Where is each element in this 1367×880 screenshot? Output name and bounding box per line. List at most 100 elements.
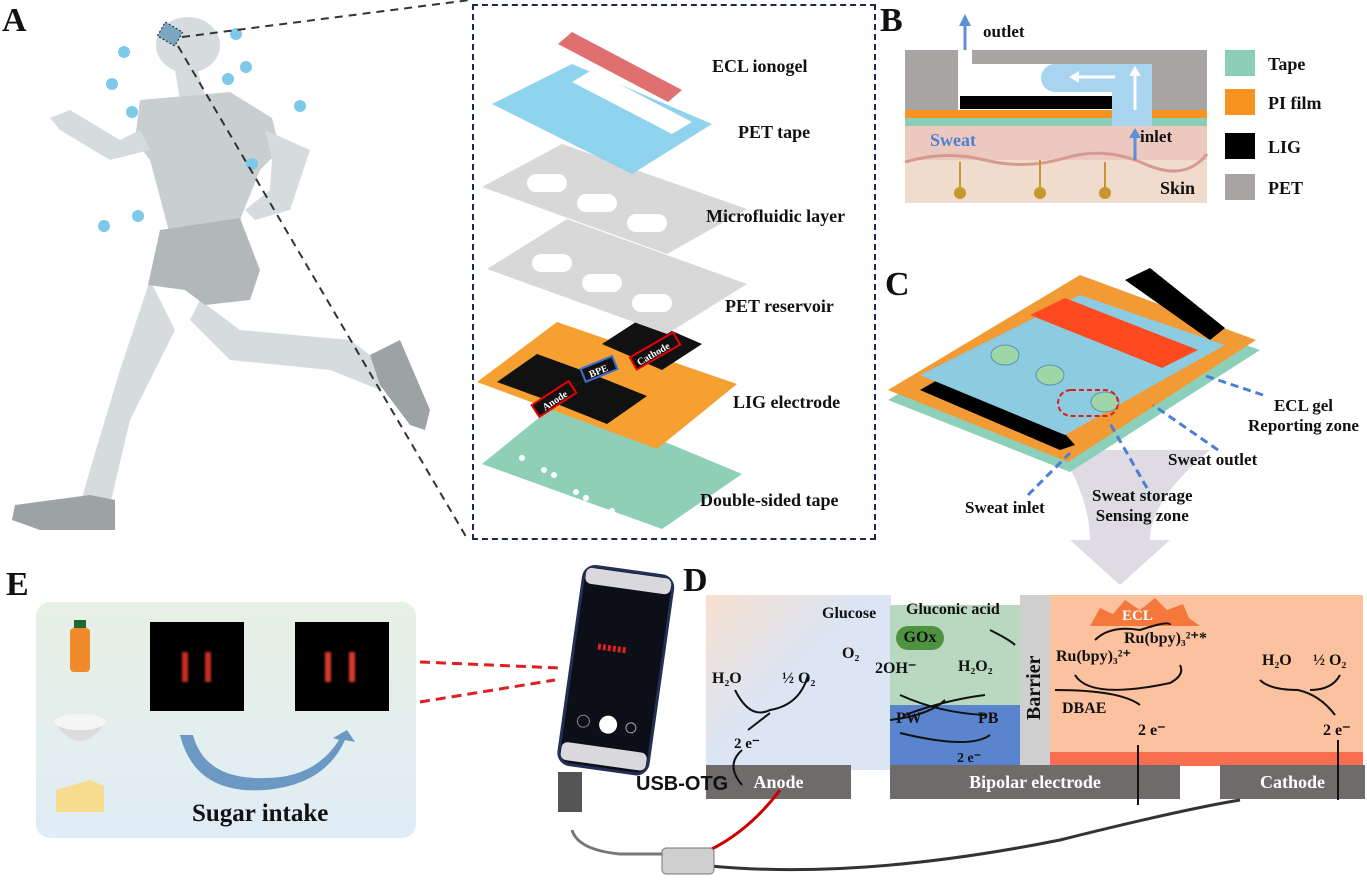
sweat-channel: [1041, 64, 1152, 126]
front-leg: [190, 300, 390, 390]
anode-zone: [706, 595, 891, 770]
back-leg: [80, 280, 175, 505]
ru-label: Ru(bpy)₃²⁺: [1056, 648, 1131, 665]
layer-label-pet-reservoir: PET reservoir: [725, 296, 834, 316]
legend-swatch-lig: [1225, 133, 1255, 159]
callout-sweat-storage-line2: Sensing zone: [1095, 506, 1189, 525]
callout-ecl-gel: ECL gel Reporting zone: [1248, 396, 1359, 436]
usb-otg-adapter: [661, 847, 715, 875]
layer-double-sided-tape: [482, 399, 742, 529]
juice-bottle-icon: [70, 620, 90, 672]
sugar-intake-arrow: [180, 730, 355, 791]
glucose-label: Glucose: [822, 605, 877, 622]
cathode-electrons: 2 e⁻: [1323, 722, 1351, 739]
panel-letter-b: B: [880, 2, 903, 39]
callout-sweat-storage-line1: Sweat storage: [1092, 486, 1193, 505]
usb-cable: [570, 789, 1241, 875]
running-person-illustration: [12, 0, 471, 541]
cathode-tag: [628, 331, 682, 371]
device-3d-illustration: [888, 268, 1264, 585]
switch-camera-button: [625, 722, 637, 734]
barrier: [1020, 595, 1050, 767]
layer-label-double-sided-tape: Double-sided tape: [700, 490, 839, 510]
cathode-half-o2: ½ O₂: [1313, 652, 1347, 669]
cathode-electrode: Cathode: [1220, 765, 1365, 799]
zoom-funnel-arrow: [1060, 450, 1210, 585]
skin-label: Skin: [1160, 178, 1196, 198]
legend-swatch-pi-film: [1225, 89, 1255, 115]
ecl-image-before: [150, 622, 244, 711]
shorts: [148, 218, 260, 305]
cross-section-diagram: [904, 14, 1209, 203]
phone-connector-lines: [419, 660, 561, 704]
callout-sweat-storage: Sweat storage Sensing zone: [1092, 486, 1193, 526]
front-shoe: [370, 340, 430, 430]
layer-pet-tape: [492, 64, 712, 174]
ecl-label: ECL: [1122, 608, 1153, 624]
smartphone-illustration[interactable]: [548, 560, 678, 840]
callout-sweat-inlet: Sweat inlet: [965, 498, 1045, 517]
layer-label-ecl-ionogel: ECL ionogel: [712, 56, 808, 76]
anode-electrons: 2 e⁻: [734, 736, 760, 752]
sweat-patch-icon: [156, 21, 184, 47]
gox-enzyme: GOx: [896, 626, 944, 650]
callout-ecl-gel-line1: ECL gel: [1273, 396, 1333, 415]
outlet-label: outlet: [983, 22, 1025, 41]
legend-swatch-tape: [1225, 50, 1255, 76]
anode-tag: [530, 379, 578, 419]
ecl-gel-zone: [1030, 298, 1198, 368]
bpe-tag: [579, 354, 619, 384]
phone-body: [557, 564, 675, 776]
legend-swatch-pet: [1225, 174, 1255, 200]
gallery-button: [576, 714, 590, 728]
layer-label-pet-tape: PET tape: [738, 122, 811, 142]
rice-bowl-icon: [54, 714, 106, 741]
lig-layer: [960, 96, 1113, 109]
sweat-label: Sweat: [930, 130, 976, 150]
ecl-electrons: 2 e⁻: [1138, 722, 1166, 739]
usb-otg-label: USB-OTG: [636, 773, 729, 795]
panel-letter-e: E: [6, 566, 29, 603]
callout-ecl-gel-line2: Reporting zone: [1248, 416, 1359, 435]
exploded-layers-illustration: Anode BPE Cathode: [477, 32, 747, 529]
callout-sweat-outlet: Sweat outlet: [1168, 450, 1258, 469]
back-shoe: [12, 495, 115, 530]
shutter-button: [599, 715, 618, 734]
o2-label: O₂: [842, 645, 860, 662]
food-icons: [54, 620, 106, 812]
reaction-arrows: [732, 622, 1341, 805]
legend-label-tape: Tape: [1268, 54, 1306, 74]
h2o2-label: H₂O₂: [958, 658, 993, 675]
hydroxide-label: 2OH⁻: [875, 660, 917, 677]
layer-label-lig-electrode: LIG electrode: [733, 392, 841, 412]
anode-h2o: H₂O: [712, 670, 742, 687]
dbae-label: DBAE: [1062, 700, 1107, 717]
torso-shirt: [135, 92, 280, 235]
panel-letter-c: C: [885, 266, 910, 303]
layer-ecl-ionogel: [558, 32, 682, 102]
ecl-gel-strip: [1050, 752, 1363, 766]
legend-label-lig: LIG: [1268, 137, 1302, 157]
exploded-view-frame: [472, 4, 876, 540]
right-arm: [245, 130, 310, 220]
layer-label-microfluidic: Microfluidic layer: [706, 206, 846, 226]
cheese-icon: [56, 780, 104, 812]
sweat-drops: [98, 28, 306, 232]
legend-label-pi-film: PI film: [1268, 93, 1322, 113]
ru-excited-label: Ru(bpy)₃²⁺*: [1124, 630, 1207, 647]
ecl-image-after: [295, 622, 389, 711]
bpe-electrons: 2 e⁻: [957, 751, 982, 766]
bipolar-electrode: Bipolar electrode: [890, 765, 1180, 799]
gluconic-acid-label: Gluconic acid: [906, 601, 1000, 618]
cathode-h2o: H₂O: [1262, 652, 1292, 669]
inlet-label: inlet: [1140, 127, 1173, 146]
device-top: [920, 295, 1225, 435]
panel-letter-d: D: [683, 562, 708, 599]
sugar-intake-caption: Sugar intake: [192, 800, 329, 827]
legend-label-pet: PET: [1268, 178, 1304, 198]
usb-plug: [558, 772, 582, 812]
panel-letter-a: A: [2, 2, 27, 39]
left-arm: [50, 110, 150, 160]
anode-half-o2: ½ O₂: [782, 670, 816, 687]
ecl-burst-icon: [1090, 598, 1200, 626]
